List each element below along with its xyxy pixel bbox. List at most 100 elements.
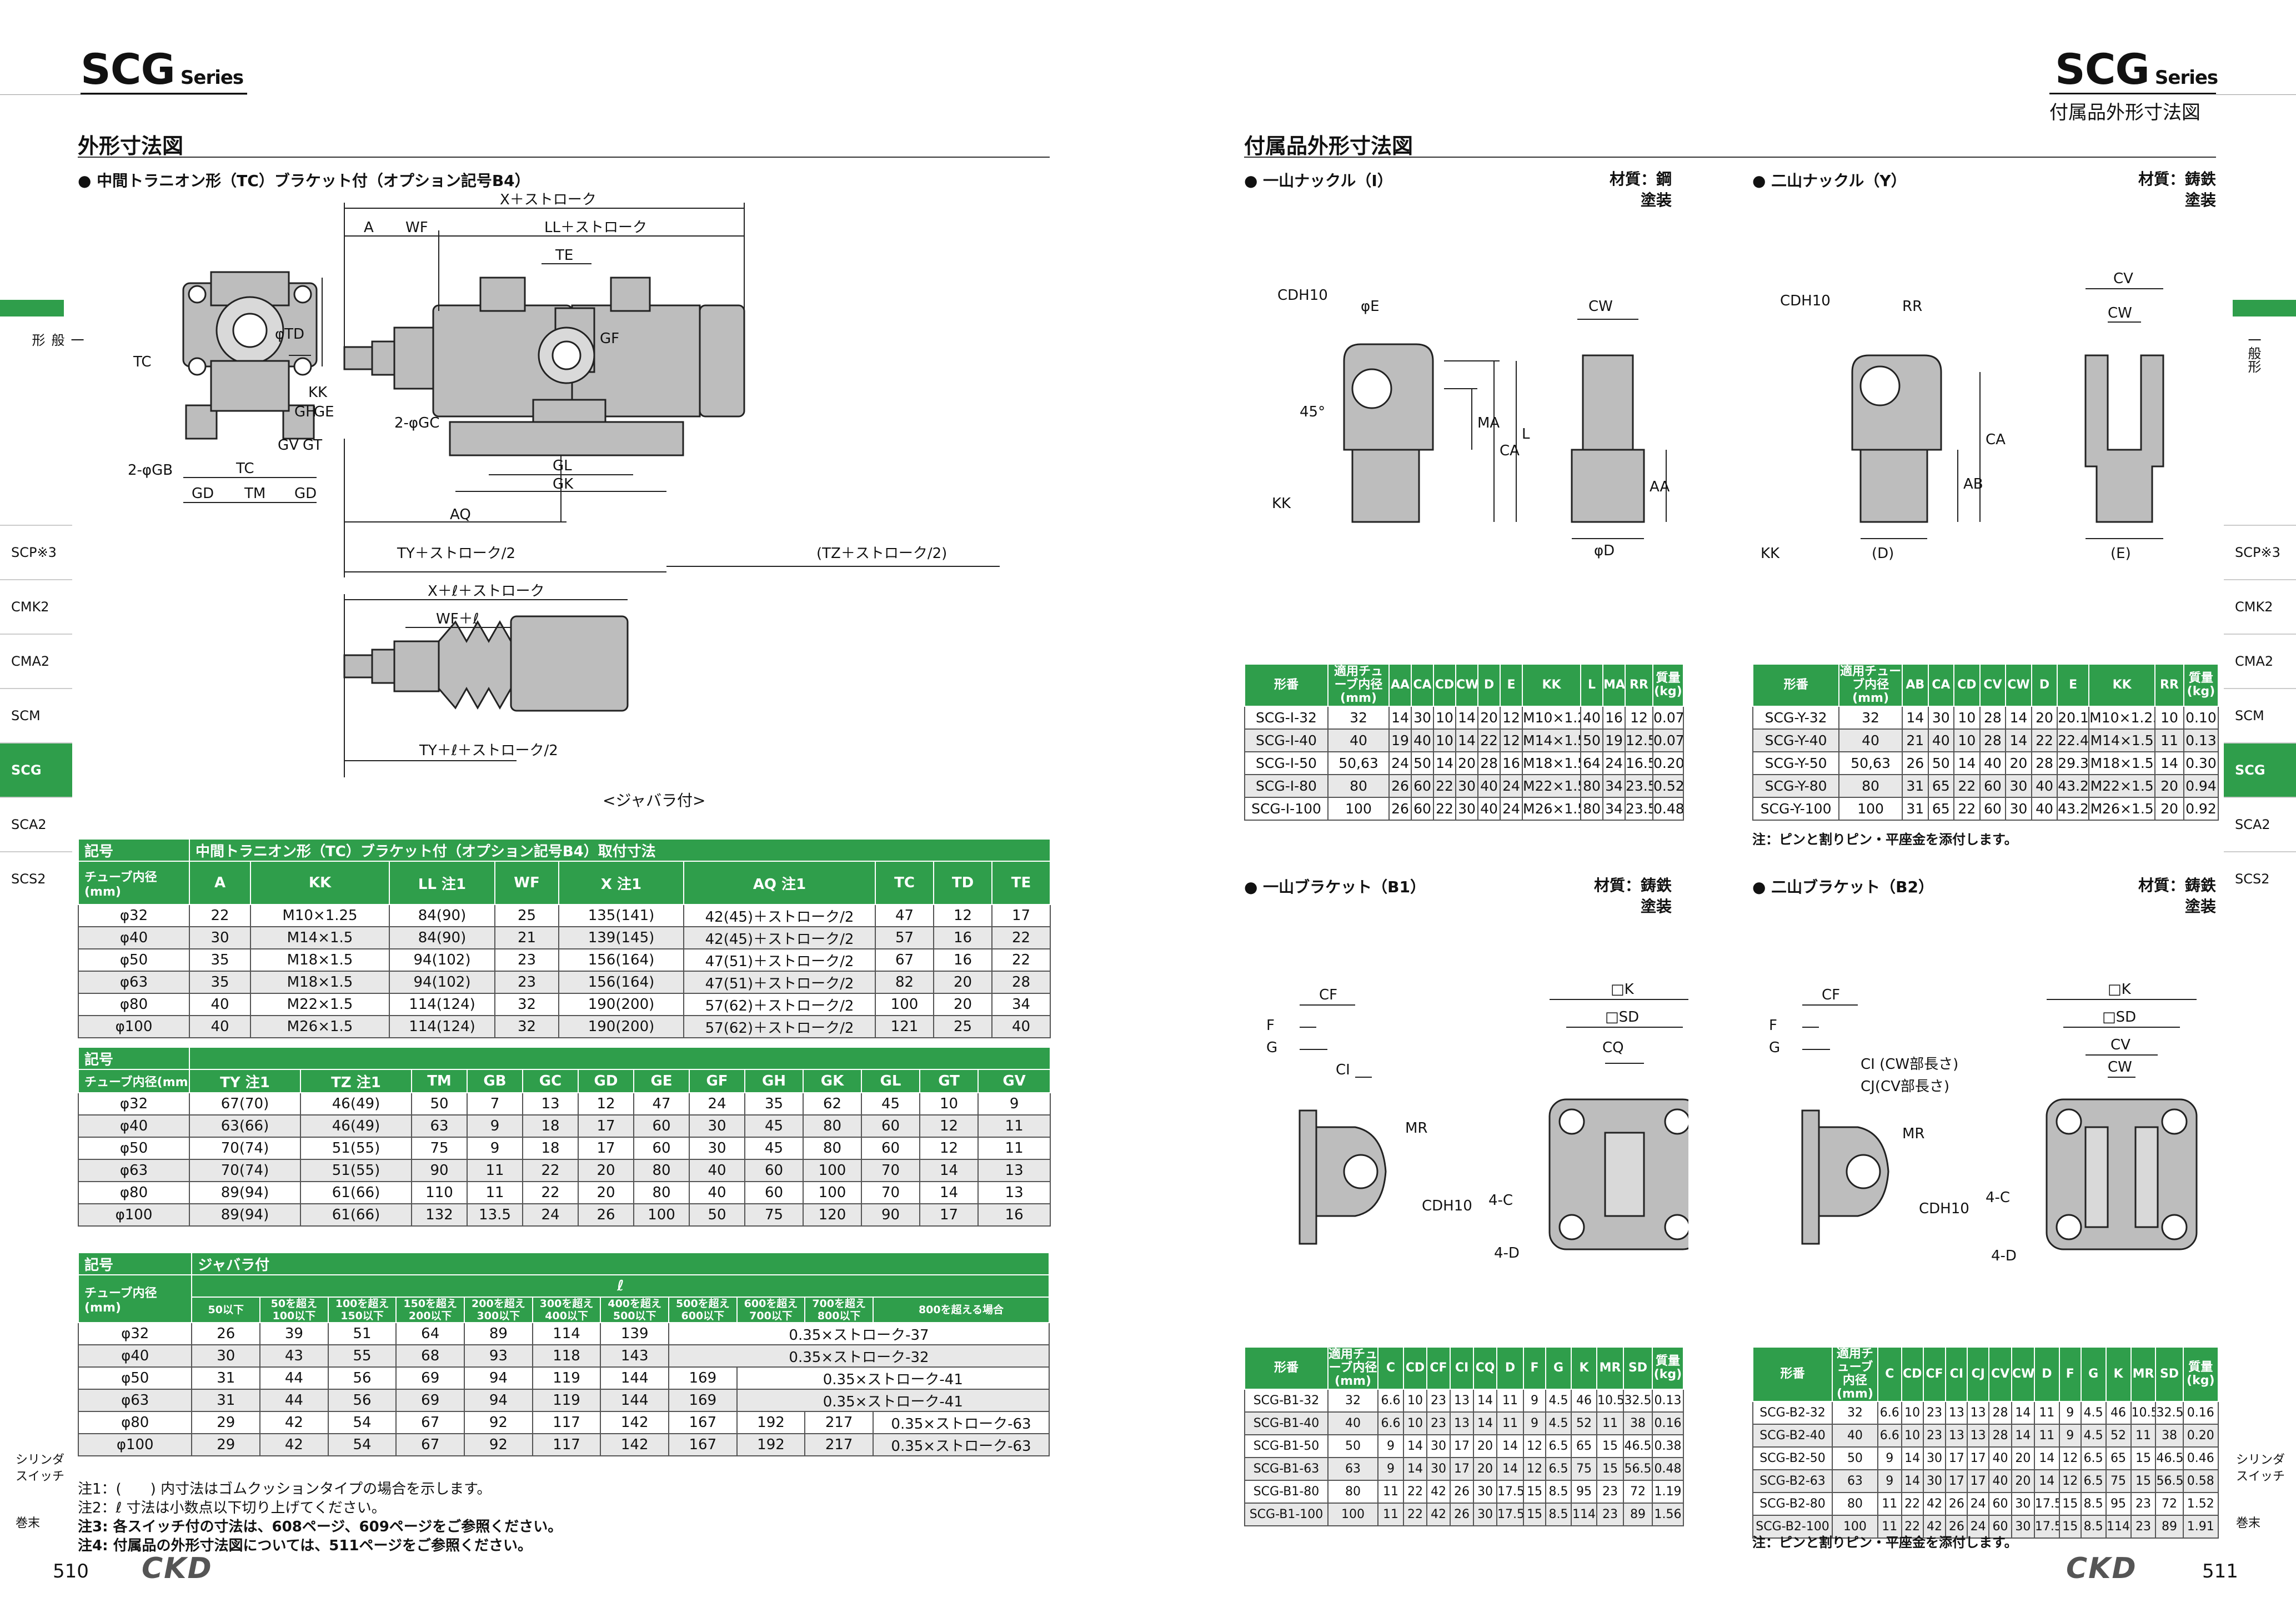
table-cell: M22×1.5 [1522, 774, 1581, 798]
table-cell: 1.52 [2182, 1492, 2219, 1516]
table-cell: 22 [1953, 797, 1981, 821]
right-tab-sca2[interactable]: SCA2 [2224, 797, 2296, 851]
right-tab-scg[interactable]: SCG [2224, 742, 2296, 797]
table-cell: 10.5 [2130, 1401, 2157, 1425]
table1-col: KK [250, 861, 390, 905]
table-cell: 0.13 [2183, 728, 2219, 752]
table3-title: ジャバラ付 [191, 1252, 1050, 1275]
table-cell: 0.20 [2182, 1424, 2219, 1448]
table-cell: 42 [1922, 1515, 1947, 1539]
table-cell: 15 [2130, 1469, 2157, 1493]
left-tab-scs2[interactable]: SCS2 [0, 851, 72, 906]
table-header-cell: CW [1455, 664, 1478, 707]
table-header-cell: 適用チューブ内径(mm) [1832, 1346, 1878, 1402]
table-cell: 169 [668, 1366, 738, 1390]
table-cell: 14 [2011, 1424, 2035, 1448]
table1-col: A [189, 861, 251, 905]
table-cell: 45 [744, 1114, 804, 1138]
table-cell: 26 [1450, 1480, 1474, 1504]
table-cell: 26 [1388, 797, 1412, 821]
table-cell: 40 [1979, 751, 2007, 775]
right-tab-end[interactable]: 巻末 [2236, 1516, 2261, 1530]
table-cell: SCG-Y-50 [1752, 751, 1840, 775]
table-cell: 14 [919, 1181, 979, 1204]
table-cell: 42(45)＋ストローク/2 [683, 926, 876, 949]
table-cell: 40 [1988, 1446, 2012, 1470]
right-tab-cma2[interactable]: CMA2 [2224, 634, 2296, 688]
bracket-b1-material: 材質：鋳鉄塗装 [1593, 876, 1672, 916]
table-cell: 29 [191, 1411, 261, 1434]
table2-col: GH [744, 1069, 804, 1093]
left-tab-sca2[interactable]: SCA2 [0, 797, 72, 851]
table-cell: 17 [1967, 1446, 1990, 1470]
table-cell: 30 [1411, 706, 1434, 730]
table-cell: 9 [1877, 1446, 1902, 1470]
table-cell: 60 [744, 1159, 804, 1182]
table-cell: SCG-I-32 [1244, 706, 1329, 730]
table-header-cell: D [2031, 664, 2058, 707]
left-tab-scg[interactable]: SCG [0, 742, 72, 797]
table-cell: M26×1.5 [1522, 797, 1581, 821]
right-tab-cmk2[interactable]: CMK2 [2224, 579, 2296, 634]
table-cell: 6.6 [1877, 1424, 1902, 1448]
note-3: 注3: 各スイッチ付の寸法は、608ページ、609ページをご参照ください。 [78, 1519, 563, 1535]
table-cell: 70(74) [189, 1137, 301, 1160]
table-cell: 1.56 [1652, 1503, 1684, 1526]
table-header-cell: CV [1988, 1346, 2012, 1402]
table-cell: 32.5 [1623, 1389, 1653, 1413]
right-tab-scs2[interactable]: SCS2 [2224, 851, 2296, 906]
table-cell: 12 [1523, 1457, 1546, 1481]
table-cell: 34 [1602, 774, 1626, 798]
b1-label-4d: 4-D [1494, 1245, 1520, 1262]
table-cell: 50 [1411, 751, 1434, 775]
table-cell: 56.5 [2155, 1469, 2184, 1493]
table-cell: 65 [1927, 774, 1955, 798]
table-cell: 50 [411, 1092, 468, 1116]
left-tab-scp[interactable]: SCP※3 [0, 525, 72, 579]
right-header-sub: 付属品外形寸法図 [2049, 102, 2200, 124]
left-tab-cmk2[interactable]: CMK2 [0, 579, 72, 634]
table-cell: 80 [633, 1181, 690, 1204]
table-cell: 0.10 [2183, 706, 2219, 730]
table2-col: GK [803, 1069, 862, 1093]
table-cell: 9 [1377, 1457, 1404, 1481]
table-cell: 23 [1922, 1401, 1947, 1425]
table-cell: 17 [1945, 1469, 1968, 1493]
table1-col: X 注1 [558, 861, 684, 905]
table-cell: 30 [1922, 1446, 1947, 1470]
table-cell: 50 [689, 1203, 745, 1227]
table-cell: 22 [1477, 728, 1501, 752]
table-cell: 10 [1953, 728, 1981, 752]
table-cell: 0.20 [1652, 751, 1684, 775]
table-cell: 15 [2058, 1515, 2082, 1539]
table-cell: 17.5 [2033, 1492, 2060, 1516]
table-cell: 17 [1967, 1469, 1990, 1493]
table-cell: 23 [1426, 1389, 1451, 1413]
left-tab-scm[interactable]: SCM [0, 688, 72, 742]
left-brand-logo: CKD [142, 1552, 213, 1585]
left-tab-end[interactable]: 巻末 [16, 1516, 41, 1530]
table-cell: 80 [1580, 774, 1603, 798]
left-tab-general[interactable]: 一般形 [29, 333, 84, 346]
table2-col: GC [522, 1069, 579, 1093]
left-tab-switch[interactable]: シリンダスイッチ [16, 1453, 65, 1484]
right-tab-switch[interactable]: シリンダスイッチ [2236, 1453, 2285, 1484]
left-tab-cma2[interactable]: CMA2 [0, 634, 72, 688]
right-tab-scm[interactable]: SCM [2224, 688, 2296, 742]
table-cell: M10×1.25 [1522, 706, 1581, 730]
table-cell: 43 [259, 1344, 329, 1368]
table-cell: SCG-B1-80 [1244, 1480, 1329, 1504]
table-cell: 23 [1596, 1503, 1624, 1526]
table-cell: SCG-Y-32 [1752, 706, 1840, 730]
right-tab-scp[interactable]: SCP※3 [2224, 525, 2296, 579]
label-wf: WF [405, 219, 428, 236]
table-cell: 0.13 [1652, 1389, 1684, 1413]
right-tab-general[interactable]: 一般形 [2245, 333, 2261, 373]
table-cell: 22 [1433, 774, 1456, 798]
table-cell: 12 [2058, 1446, 2082, 1470]
table-cell: SCG-I-80 [1244, 774, 1329, 798]
knuckle-i-drawing: CDH10 φE 45° MA CA L KK CW AA φD [1272, 287, 1670, 559]
